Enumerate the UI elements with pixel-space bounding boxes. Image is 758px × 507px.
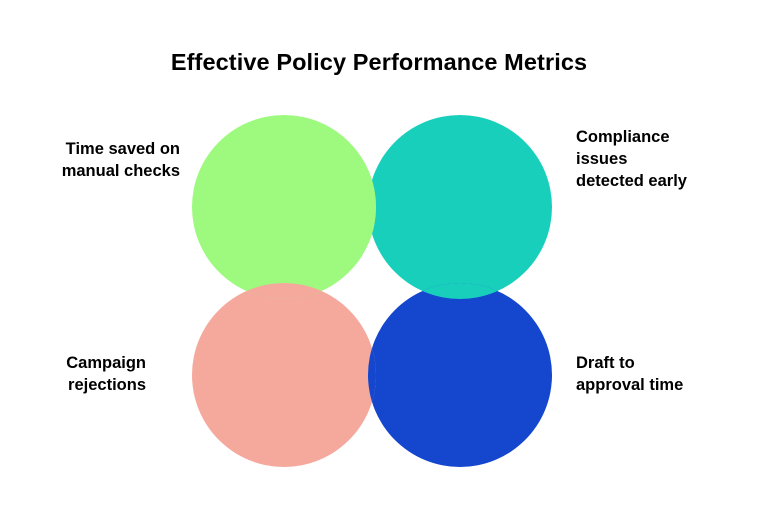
segment-label-time-saved-on-manual-checks: Time saved on manual checks <box>61 140 180 180</box>
circle-segment-blue <box>368 283 552 467</box>
segment-label-campaign-rejections: Campaign rejections <box>66 354 146 394</box>
circle-segment-teal <box>368 115 552 299</box>
circle-segment-green <box>192 115 376 299</box>
segment-label-compliance-issues-detected-early: Compliance issues detected early <box>576 128 687 190</box>
circle-segment-pink <box>192 283 376 467</box>
page-title: Effective Policy Performance Metrics <box>170 49 588 75</box>
segment-label-draft-to-approval-time: Draft to approval time <box>576 354 684 394</box>
